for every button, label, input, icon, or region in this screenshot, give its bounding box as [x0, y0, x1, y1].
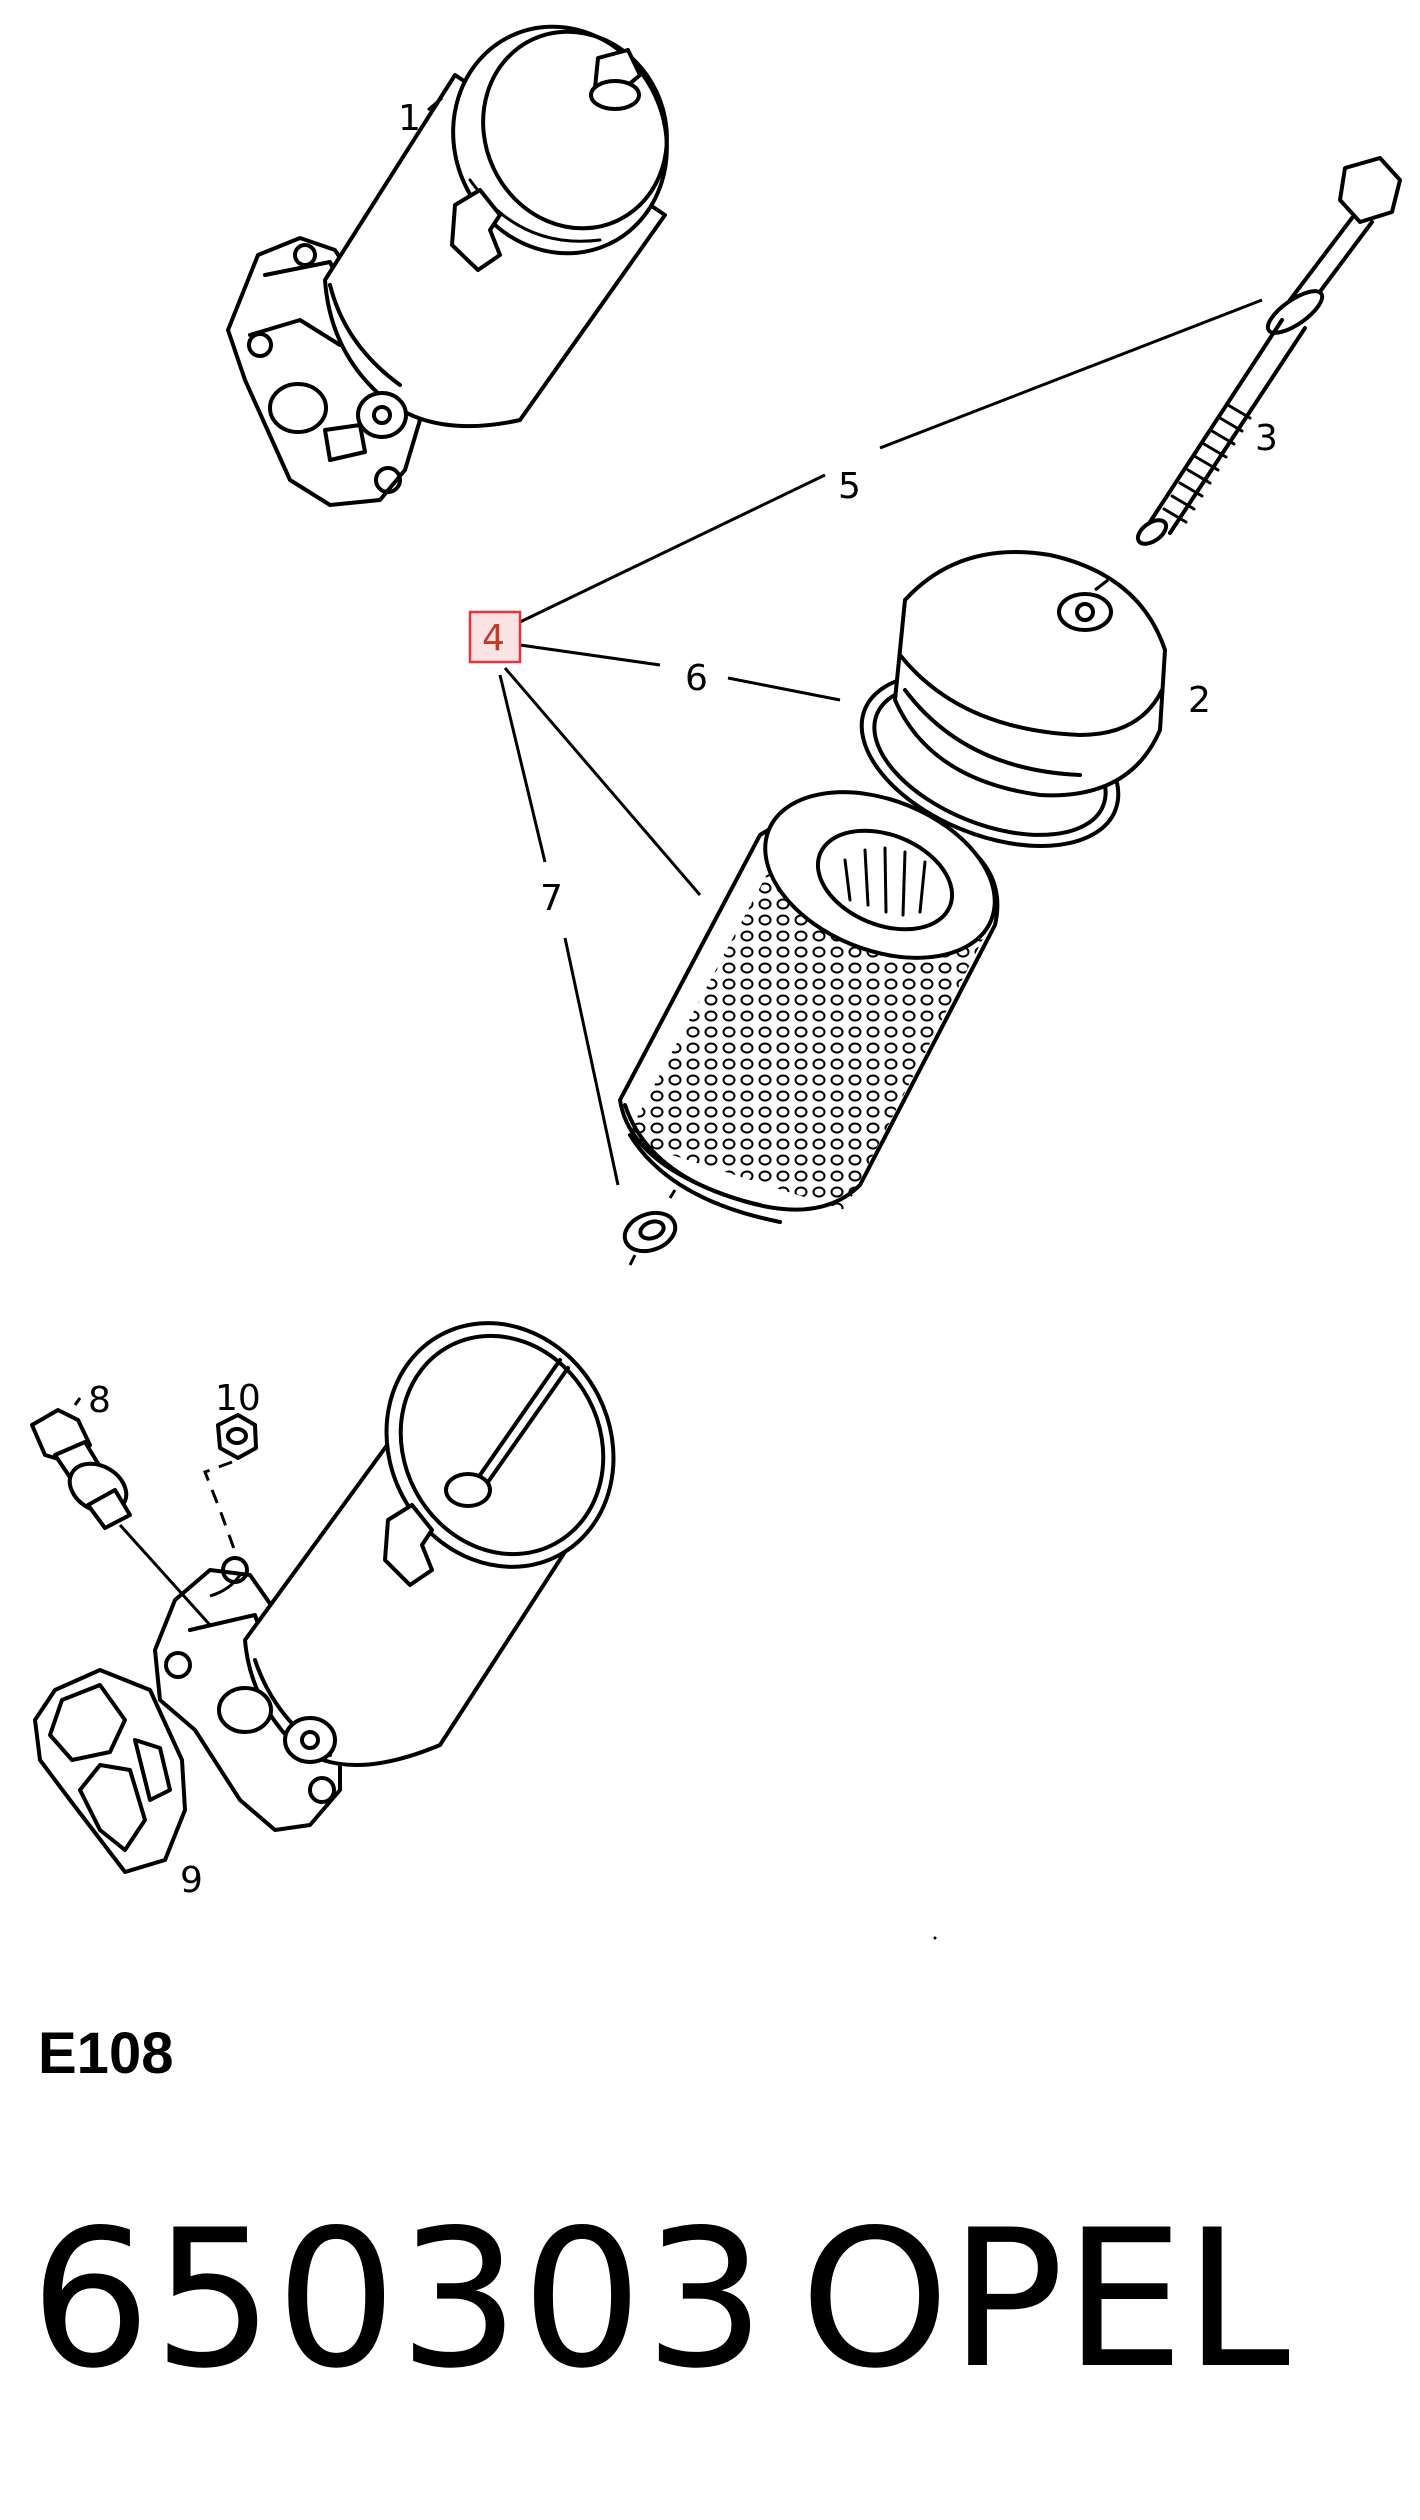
- brand-name: OPEL: [800, 2189, 1291, 2410]
- part-9-gasket: [33, 1668, 187, 1874]
- diagram-code: E108: [38, 2021, 174, 2086]
- leader-lines-callout-4: [498, 298, 1263, 1186]
- part-number: 650303: [30, 2189, 768, 2410]
- callout-4: 4: [482, 618, 505, 659]
- lower-filter-housing-assembly: [153, 1321, 616, 1832]
- part-10-nut: [203, 1413, 258, 1561]
- part-8-pressure-switch: [30, 1397, 212, 1627]
- callout-9: 9: [180, 1860, 203, 1901]
- filter-element-cartridge: [618, 790, 1000, 1266]
- stray-dot: [933, 1936, 937, 1940]
- part-1-filter-housing-upper: [226, 24, 669, 507]
- callout-3: 3: [1255, 418, 1278, 459]
- part-2-filter-cover: [859, 550, 1167, 848]
- callout-5: 5: [838, 466, 861, 507]
- callout-6: 6: [685, 658, 708, 699]
- callout-8: 8: [88, 1380, 111, 1421]
- callout-10: 10: [215, 1378, 261, 1419]
- callout-1: 1: [398, 98, 421, 139]
- callout-4-highlight-box[interactable]: [468, 610, 522, 664]
- callout-7: 7: [540, 878, 563, 919]
- callout-2: 2: [1188, 680, 1211, 721]
- part-3-long-bolt: [1135, 156, 1402, 546]
